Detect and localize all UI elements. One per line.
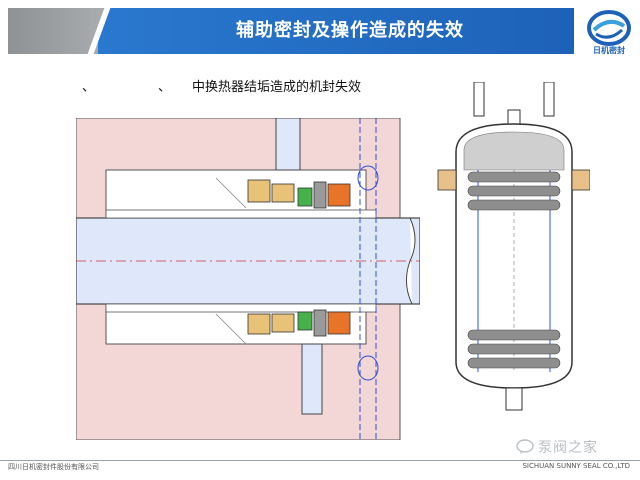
hatch-2 — [215, 313, 247, 345]
page-title: 辅助密封及操作造成的失效 — [236, 20, 464, 41]
heat-exchanger-diagram — [437, 82, 590, 411]
dome-fill — [463, 131, 565, 171]
bottom-outlet — [505, 387, 523, 411]
swirl-logo-icon — [587, 10, 631, 46]
seal-ring-bottom-1 — [247, 313, 271, 335]
chat-bubble-icon — [516, 439, 534, 454]
seal-ring-top-1 — [247, 179, 271, 203]
seal-green-top — [297, 187, 313, 207]
coil-top-1 — [467, 171, 561, 183]
watermark-text: 泵阀之家 — [538, 440, 598, 456]
seal-ring-bottom-2 — [271, 313, 295, 333]
coil-top-3 — [467, 199, 561, 211]
seal-cross-section-diagram — [76, 118, 420, 440]
subtitle-mark-b: 、 — [158, 80, 172, 95]
coil-bottom-1 — [467, 329, 561, 341]
flange-left-top — [437, 169, 457, 191]
watermark: 泵阀之家 — [516, 436, 634, 458]
footer-company-en: SICHUAN SUNNY SEAL CO.,LTD — [522, 462, 630, 470]
channel-bulb-bottom — [357, 355, 379, 381]
subtitle-mark-a: 、 — [82, 80, 96, 95]
top-fitting-right — [543, 82, 555, 117]
seal-orange-top — [327, 183, 351, 207]
seal-gray-top — [313, 181, 327, 209]
seal-orange-bottom — [327, 311, 351, 335]
sleeve-top — [105, 209, 377, 219]
coil-bottom-3 — [467, 357, 561, 369]
coil-top-2 — [467, 185, 561, 197]
footer-company-cn: 四川日机密封件股份有限公司 — [8, 463, 99, 471]
footer-divider — [0, 460, 640, 461]
coil-bottom-2 — [467, 343, 561, 355]
logo-text: 日机密封 — [593, 46, 625, 55]
hatch-1 — [215, 177, 247, 209]
subtitle-text: 中换热器结垢造成的机封失效 — [192, 80, 362, 95]
seal-green-bottom — [297, 311, 313, 331]
channel-bulb-top — [357, 165, 379, 191]
flush-port-top — [275, 118, 301, 171]
seal-ring-top-2 — [271, 183, 295, 203]
shaft — [76, 217, 420, 305]
flange-right-top — [571, 169, 590, 191]
seal-gray-bottom — [313, 309, 327, 337]
sleeve-bottom — [105, 303, 377, 313]
flush-port-bottom — [301, 343, 323, 415]
subtitle-row: 、 、 中换热器结垢造成的机封失效 — [0, 76, 640, 96]
top-fitting-left — [473, 82, 485, 117]
